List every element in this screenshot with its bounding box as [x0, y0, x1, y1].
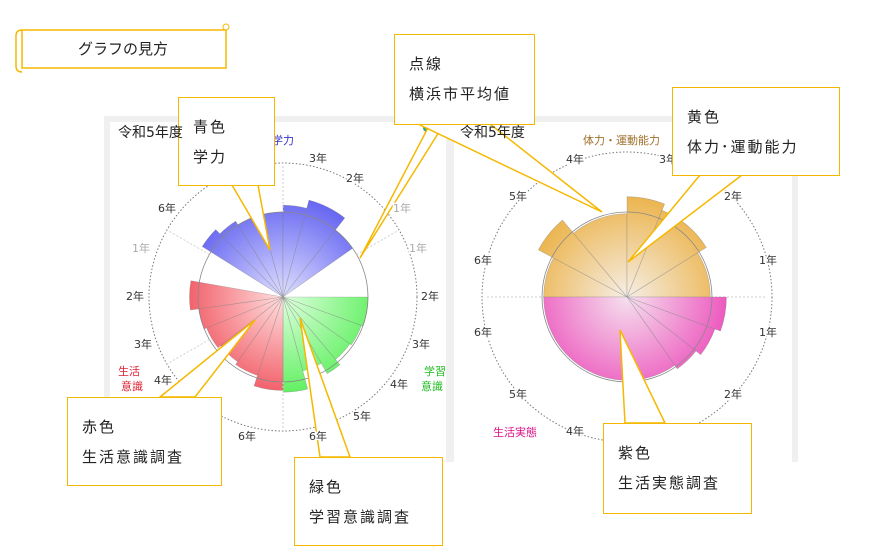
wedge-blue — [219, 220, 284, 298]
banner-scroll-curl — [15, 29, 23, 73]
left-axis-label: 6年 — [238, 429, 256, 443]
left-axis-label: 1年 — [393, 201, 411, 215]
callout-green-meaning: 学習意識調査 — [309, 508, 412, 526]
wedge-yellow — [538, 219, 628, 298]
callout-purple-color: 紫色 — [618, 444, 653, 462]
left-axis-label: 3年 — [134, 337, 152, 351]
right-axis-label: 2年 — [724, 189, 742, 203]
callout-yellow-color: 黄色 — [687, 108, 722, 126]
left-chart-title: 令和5年度 — [118, 125, 183, 141]
left-axis-label: 1年 — [132, 241, 150, 255]
axis-line — [166, 339, 210, 365]
callout-yellow-meaning: 体力･運動能力 — [687, 138, 799, 156]
right-axis-label: 5年 — [509, 387, 527, 401]
wedge-blue — [282, 199, 346, 298]
callout-pointers — [157, 123, 745, 458]
legend-red-2: 意識 — [121, 379, 143, 393]
left-axis-label: 4年 — [390, 377, 408, 391]
legend-green-2: 意識 — [421, 379, 443, 393]
left-axis-label: 3年 — [412, 337, 430, 351]
left-axis-label: 2年 — [126, 289, 144, 303]
wedge-yellow — [543, 257, 628, 298]
legend-yellow: 体力・運動能力 — [583, 133, 660, 147]
wedge-pink — [543, 296, 676, 381]
callout-blue-color: 青色 — [193, 118, 228, 136]
callout-blue: 青色学力 — [178, 97, 275, 186]
wedge-red — [206, 296, 284, 349]
left-axis-label: 2年 — [346, 171, 364, 185]
left-polar-chart — [148, 162, 418, 432]
callout-dotted-meaning: 横浜市平均値 — [409, 85, 512, 103]
legend-pink: 生活実態 — [493, 425, 537, 439]
left-axis-label: 2年 — [421, 289, 439, 303]
callout-red-color: 赤色 — [82, 418, 117, 436]
wedge-green — [282, 296, 341, 374]
left-axis-label: 6年 — [309, 429, 327, 443]
axis-line — [166, 229, 210, 255]
legend-blue: 学力 — [272, 133, 294, 147]
callout-yellow: 黄色体力･運動能力 — [672, 87, 840, 176]
right-axis-label: 6年 — [474, 253, 492, 267]
wedge-green — [282, 296, 309, 393]
left-axis-label: 6年 — [158, 201, 176, 215]
left-axis-label: 5年 — [353, 409, 371, 423]
wedge-green — [282, 296, 362, 346]
right-chart-title: 令和5年度 — [460, 125, 525, 141]
wedge-yellow — [626, 209, 707, 298]
left-axis-label: 3年 — [309, 151, 327, 165]
banner-scroll — [21, 29, 227, 69]
wedge-pink — [626, 296, 697, 370]
right-axis-label: 1年 — [759, 325, 777, 339]
callout-purple-meaning: 生活実態調査 — [618, 474, 721, 492]
wedge-green — [282, 296, 351, 360]
banner-scroll-knob — [222, 23, 230, 31]
callout-green: 緑色学習意識調査 — [294, 457, 443, 546]
banner-title: グラフの見方 — [77, 40, 168, 58]
left-axis-label: 4年 — [154, 373, 172, 387]
callout-red: 赤色生活意識調査 — [67, 397, 222, 486]
right-axis-label: 6年 — [474, 325, 492, 339]
legend-red-1: 生活 — [118, 364, 140, 378]
right-axis-label: 5年 — [509, 189, 527, 203]
left-axis-label: 1年 — [409, 241, 427, 255]
callout-dotted: 点線横浜市平均値 — [394, 34, 535, 125]
wedge-pink — [626, 296, 716, 355]
callout-purple: 紫色生活実態調査 — [603, 423, 752, 514]
right-axis-label: 2年 — [724, 387, 742, 401]
wedge-pink — [626, 296, 727, 332]
callout-dotted-line: 点線 — [409, 55, 444, 73]
right-axis-label: 1年 — [759, 253, 777, 267]
wedge-red — [235, 296, 284, 376]
callout-green-color: 緑色 — [309, 478, 344, 496]
right-axis-label: 4年 — [566, 152, 584, 166]
wedge-yellow — [573, 213, 628, 298]
right-axis-label: 4年 — [566, 424, 584, 438]
pointer-dotted-left — [359, 123, 446, 259]
wedge-blue — [282, 204, 308, 298]
wedge-red — [189, 280, 284, 311]
legend-green-1: 学習 — [424, 364, 446, 378]
callout-red-meaning: 生活意識調査 — [82, 448, 185, 466]
wedge-blue — [201, 229, 284, 298]
wedge-yellow — [625, 252, 711, 298]
callout-blue-meaning: 学力 — [193, 148, 228, 166]
